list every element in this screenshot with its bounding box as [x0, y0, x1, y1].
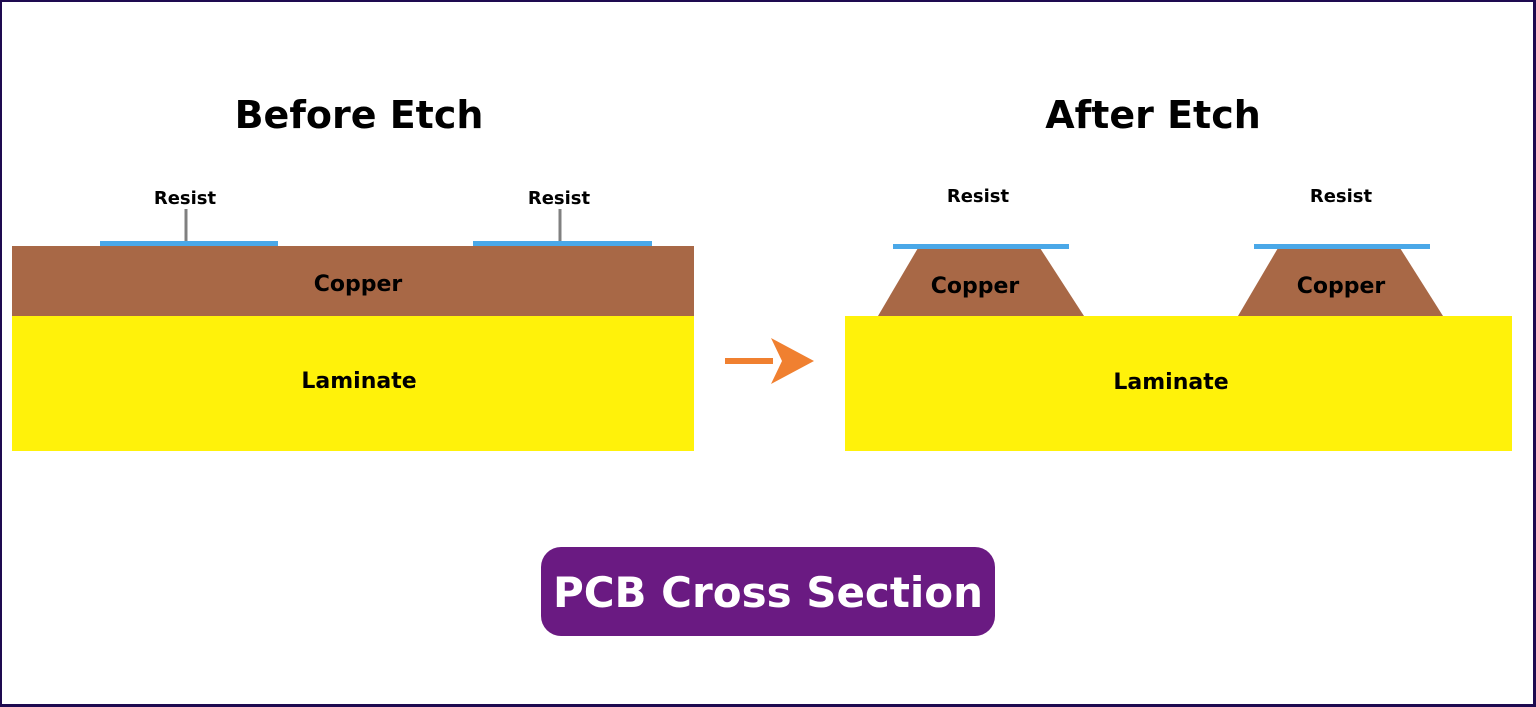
arrow-head — [771, 338, 814, 384]
before-copper-layer — [12, 246, 694, 316]
after-resist-1-label: Resist — [947, 186, 1010, 207]
after-copper-2-label: Copper — [1297, 274, 1386, 299]
after-copper-1-label: Copper — [931, 274, 1020, 299]
before-etch-title: Before Etch — [235, 93, 484, 137]
after-etch-panel: After Etch Resist Resist Copper Copper L… — [845, 93, 1512, 451]
before-resist-1-label: Resist — [154, 188, 217, 209]
after-copper-trace-1 — [878, 248, 1084, 316]
before-etch-panel: Before Etch Resist Resist Copper Laminat… — [12, 93, 694, 451]
banner-background — [541, 547, 995, 636]
after-resist-2 — [1254, 244, 1430, 249]
arrow-shaft — [725, 358, 773, 364]
after-resist-2-label: Resist — [1310, 186, 1373, 207]
after-copper-trace-2 — [1238, 248, 1443, 316]
after-resist-1 — [893, 244, 1069, 249]
title-banner: PCB Cross Section — [541, 547, 995, 636]
before-resist-1 — [100, 241, 278, 246]
after-etch-title: After Etch — [1045, 93, 1261, 137]
arrow-right-icon — [725, 338, 814, 384]
before-laminate-layer — [12, 316, 694, 451]
after-laminate-label: Laminate — [1113, 370, 1228, 395]
before-resist-2-label: Resist — [528, 188, 591, 209]
after-laminate-layer — [845, 316, 1512, 451]
banner-title: PCB Cross Section — [553, 568, 983, 617]
before-laminate-label: Laminate — [301, 369, 416, 394]
before-resist-2 — [473, 241, 652, 246]
before-copper-label: Copper — [314, 272, 403, 297]
